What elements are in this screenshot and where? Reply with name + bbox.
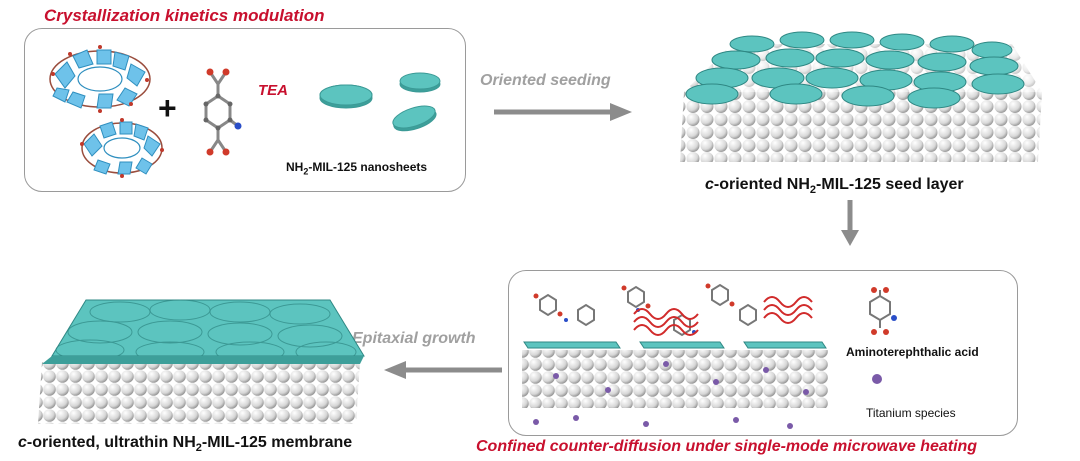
seed-layer-label: c-oriented NH2-MIL-125 seed layer xyxy=(705,176,964,196)
membrane-illustration xyxy=(38,299,365,424)
membrane-label-italic: c xyxy=(18,434,27,451)
seed-layer-label-pre: -oriented NH xyxy=(713,176,810,193)
nanosheets-label-post: -MIL-125 nanosheets xyxy=(308,160,428,174)
counter-diffusion-illustration xyxy=(522,283,828,429)
nanosheets-label: NH2-MIL-125 nanosheets xyxy=(286,160,427,176)
legend-ti-label: Titanium species xyxy=(866,406,956,420)
seed-layer-illustration xyxy=(680,31,1042,162)
mof-framework-bottom-icon xyxy=(80,118,164,178)
oriented-seeding-label: Oriented seeding xyxy=(480,72,611,89)
seed-layer-label-sub: 2 xyxy=(809,184,817,197)
tea-label: TEA xyxy=(258,82,288,99)
membrane-label-sub: 2 xyxy=(195,442,202,455)
seed-layer-label-post: -MIL-125 seed layer xyxy=(816,176,964,193)
oriented-seeding-arrow-icon xyxy=(494,103,632,121)
seed-layer-label-italic: c xyxy=(705,176,714,193)
nanosheets-icon xyxy=(319,72,441,132)
nanosheets-label-sub: 2 xyxy=(303,166,309,177)
epitaxial-growth-label: Epitaxial growth xyxy=(352,330,476,347)
mof-framework-top-icon xyxy=(49,45,151,113)
nanosheets-label-pre: NH xyxy=(286,160,304,174)
titanium-legend-icon xyxy=(872,374,882,384)
down-arrow-icon xyxy=(841,200,859,246)
panel2-caption: Confined counter-diffusion under single-… xyxy=(476,438,978,455)
epitaxial-growth-arrow-icon xyxy=(384,361,502,379)
membrane-label-pre: -oriented, ultrathin NH xyxy=(26,434,196,451)
plus-sign: + xyxy=(158,90,177,126)
legend-acid-label: Aminoterephthalic acid xyxy=(846,345,979,359)
acid-molecule-legend-icon xyxy=(869,287,897,335)
membrane-label-post: -MIL-125 membrane xyxy=(201,434,353,451)
membrane-label: c-oriented, ultrathin NH2-MIL-125 membra… xyxy=(18,434,352,454)
ligand-molecule-icon xyxy=(203,68,242,156)
panel1-title: Crystallization kinetics modulation xyxy=(44,6,325,25)
